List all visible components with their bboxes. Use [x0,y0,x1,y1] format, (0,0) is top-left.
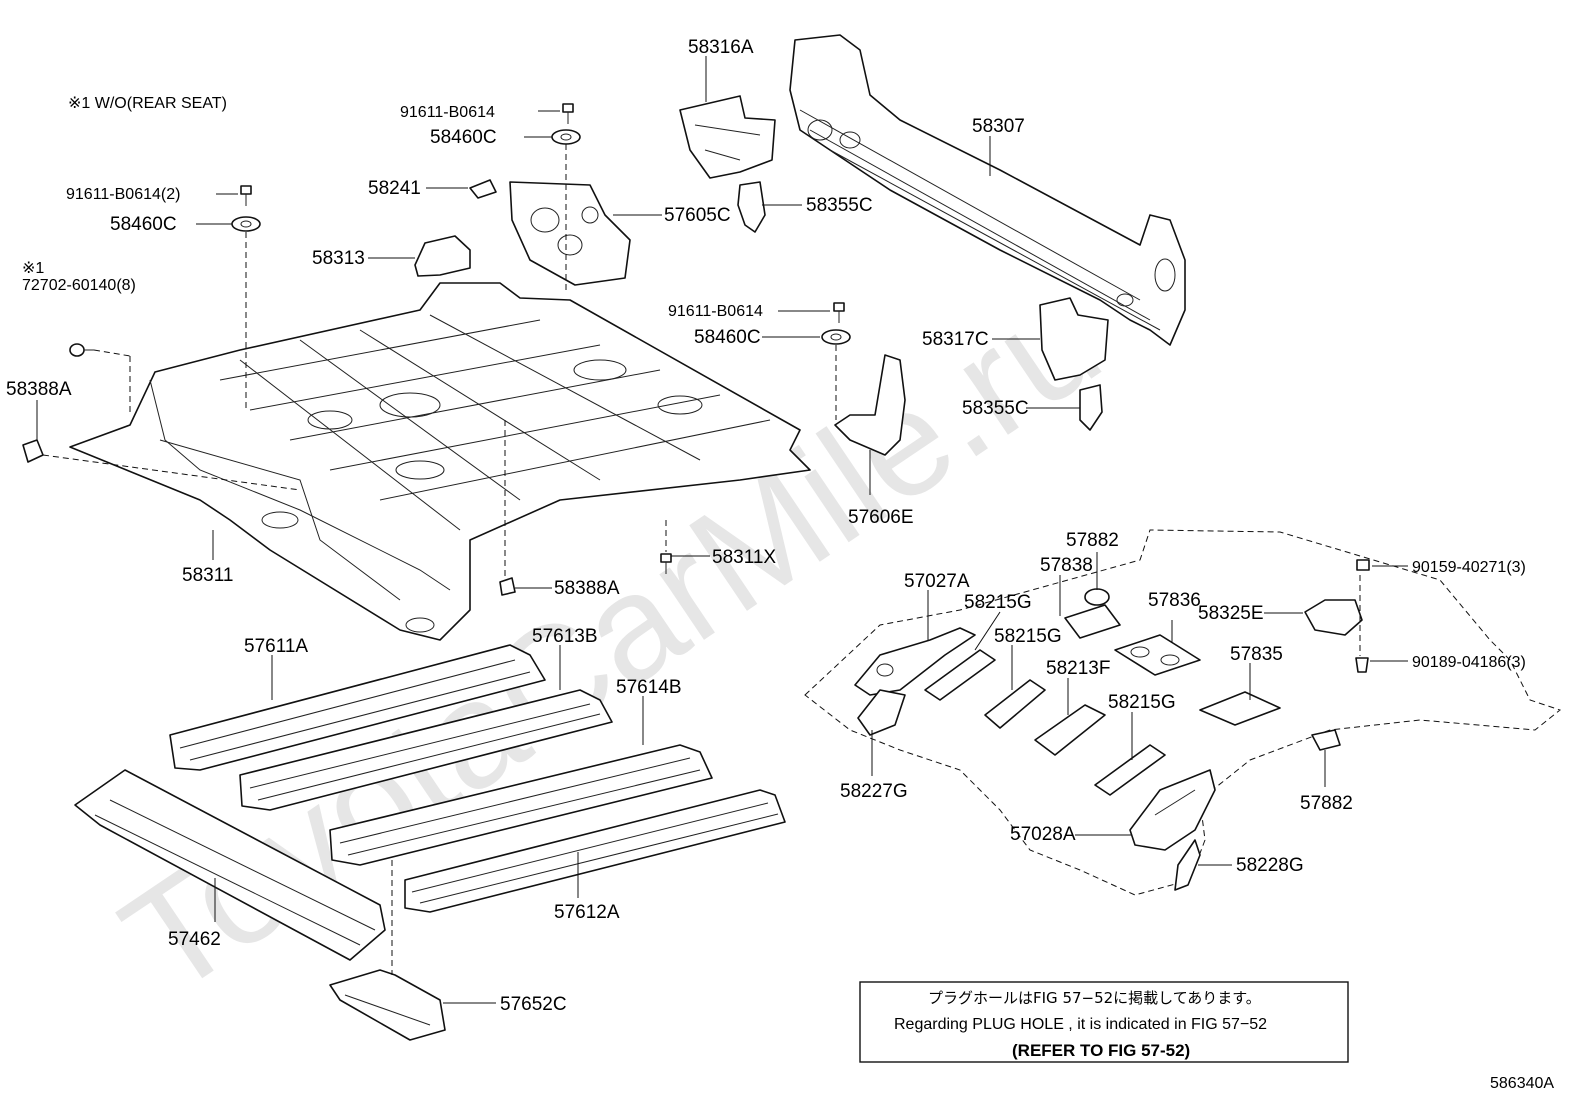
note-box: プラグホールはFIG 57−52に掲載してあります。 Regarding PLU… [859,981,1349,1063]
part-57836 [1114,634,1201,676]
part-58325E [1304,599,1363,636]
part-57882-bottom [1311,729,1341,751]
part-57835 [1199,691,1281,726]
label-57652C: 57652C [500,994,567,1015]
note-line-en: Regarding PLUG HOLE , it is indicated in… [894,1016,1267,1033]
label-91611-mid: 91611-B0614 [668,303,763,320]
label-57028A: 57028A [1010,824,1076,845]
label-91611-top: 91611-B0614 [400,104,495,121]
washer-58460C-left [231,216,261,232]
label-57835: 57835 [1230,644,1283,665]
part-58313 [414,235,471,277]
part-58317C [1039,297,1109,381]
part-58215G-a [924,649,996,701]
part-57028A [1129,769,1216,851]
label-72702: 72702-60140(8) [22,277,136,294]
note-line-ref: (REFER TO FIG 57-52) [1012,1041,1190,1060]
part-58215G-c [1094,744,1166,796]
label-58227G: 58227G [840,781,908,802]
label-58355C-top: 58355C [806,195,873,216]
label-57606E: 57606E [848,507,914,528]
washer-58460C-top [551,129,581,145]
part-57613B [239,689,613,811]
part-58388A-left [22,439,44,463]
label-58460C-mid: 58460C [694,327,761,348]
label-58460C-left: 58460C [110,214,177,235]
assembly-outline [804,529,1562,896]
label-57882-top: 57882 [1066,530,1119,551]
label-58311: 58311 [182,565,233,586]
label-58213F: 58213F [1046,658,1110,679]
part-57614B [329,744,713,866]
label-58313: 58313 [312,248,365,269]
bolt-91611-left [240,185,252,206]
label-58388A-bottom: 58388A [554,578,620,599]
clip-90189 [1355,657,1369,673]
label-57836: 57836 [1148,590,1201,611]
diagram-id: 586340A [1490,1075,1554,1092]
label-58355C-mid: 58355C [962,398,1029,419]
label-58215G-c: 58215G [1108,692,1176,713]
part-58213F [1034,704,1106,756]
label-90189: 90189-04186(3) [1412,654,1526,671]
label-58307: 58307 [972,116,1025,137]
label-90159: 90159-40271(3) [1412,559,1526,576]
part-58316A [679,95,776,179]
part-57605C [509,181,631,286]
label-58241: 58241 [368,178,421,199]
part-58355C-mid [1079,384,1103,431]
note-line-jp: プラグホールはFIG 57−52に掲載してあります。 [928,989,1261,1007]
bolt-91611-top [562,103,574,124]
label-58325E: 58325E [1198,603,1264,624]
part-58355C-top [737,181,766,233]
bolt-58311X [660,553,672,574]
label-58460C-top: 58460C [430,127,497,148]
bolt-90159 [1356,559,1370,571]
label-57462: 57462 [168,929,221,950]
mark-72702: ※1 [22,260,44,277]
floor-pan-58311 [69,282,811,641]
part-57462 [74,769,386,961]
label-58311X: 58311X [712,547,776,568]
label-58215G-a: 58215G [964,592,1032,613]
washer-58460C-mid [821,329,851,345]
label-57613B: 57613B [532,626,598,647]
part-58215G-b [984,679,1046,729]
label-58388A-left: 58388A [6,379,72,400]
label-57611A: 57611A [244,636,308,657]
label-57882-bottom: 57882 [1300,793,1353,814]
part-57611A [169,644,546,771]
bolt-91611-mid [833,302,845,323]
assembly-lines [42,144,1361,975]
part-58227G [857,689,906,736]
part-57612A [404,789,786,913]
label-58317C: 58317C [922,329,989,350]
part-58388A-bottom [499,577,516,596]
label-58228G: 58228G [1236,855,1304,876]
part-57606E [834,354,906,456]
leader-lines [36,56,1408,1004]
label-57027A: 57027A [904,571,970,592]
label-57838: 57838 [1040,555,1093,576]
part-57882-top [1084,588,1110,606]
label-58215G-b: 58215G [994,626,1062,647]
part-58241 [469,179,497,199]
part-57652C [329,969,446,1041]
label-57605C: 57605C [664,205,731,226]
label-57614B: 57614B [616,677,682,698]
part-58307 [789,34,1186,346]
footnote-label: ※1 W/O(REAR SEAT) [68,95,227,112]
part-57838 [1064,604,1121,639]
part-58228G [1174,839,1201,891]
label-57612A: 57612A [554,902,620,923]
label-91611-left: 91611-B0614(2) [66,186,180,203]
clip-72702 [69,343,94,357]
label-58316A: 58316A [688,37,754,58]
